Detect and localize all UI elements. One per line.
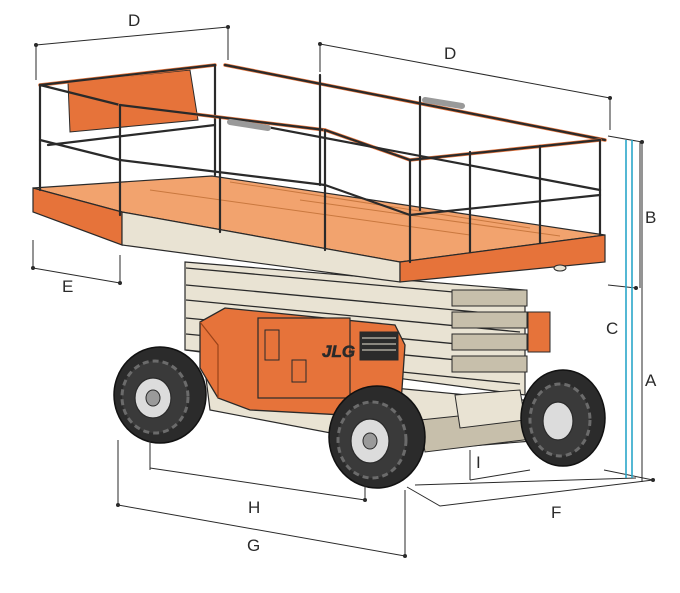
- dimension-lines: [32, 26, 654, 557]
- engine-vent: [359, 331, 399, 361]
- platform-deck: [32, 69, 606, 283]
- brand-logo: JLG: [322, 342, 355, 361]
- front-wheel: [328, 385, 426, 489]
- label-c: C: [606, 319, 618, 338]
- rear-right-wheel: [520, 369, 606, 467]
- dimension-dots: [31, 25, 655, 558]
- label-d-top-left: D: [128, 11, 140, 30]
- label-e: E: [62, 277, 73, 296]
- label-d-top-right: D: [444, 44, 456, 63]
- guardrails: [38, 63, 607, 264]
- label-i: I: [476, 453, 481, 472]
- height-marker: [625, 140, 633, 478]
- label-b: B: [645, 208, 656, 227]
- label-f: F: [551, 503, 561, 522]
- rear-left-wheel: [113, 346, 207, 444]
- label-a: A: [645, 371, 657, 390]
- label-g: G: [247, 536, 260, 555]
- label-h: H: [248, 498, 260, 517]
